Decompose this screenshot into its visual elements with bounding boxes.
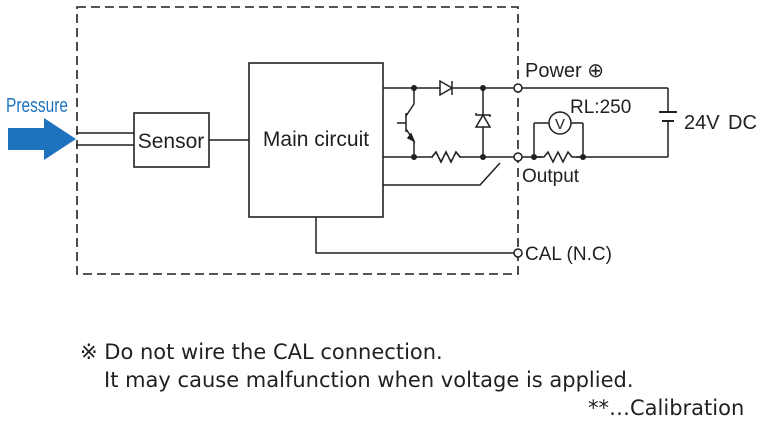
voltmeter-label: V [555,116,565,133]
warning-note-line1: ※ Do not wire the CAL connection. [80,340,443,364]
battery-icon [659,88,677,157]
voltage-label: 24V [684,112,720,134]
rl-label: RL:250 [570,97,631,118]
warning-note-line2: It may cause malfunction when voltage is… [104,368,634,392]
transistor-icon [397,88,416,157]
sensor-enclosure [76,6,519,275]
dc-label: DC [728,112,757,134]
junction-dot [411,154,417,160]
output-signal-line [383,162,501,186]
pressure-arrow [8,118,76,160]
cal-terminal [513,248,523,258]
cal-line [315,217,518,254]
junction-dot [411,85,417,91]
sensor-box [133,112,210,168]
zener-diode-icon [474,88,492,157]
voltmeter-icon: V [533,111,584,157]
junction-dot [580,154,586,160]
power-terminal [513,83,523,93]
junction-dot [531,154,537,160]
main-circuit-label: Main circuit [263,128,369,151]
output-label: Output [522,166,580,187]
cal-label: CAL (N.C) [525,244,612,265]
wiring-diagram: Pressure Sensor Main circuit [6,6,757,275]
calibration-footnote: **…Calibration [588,396,745,420]
output-terminal [513,152,523,162]
sensor-label: Sensor [138,130,205,153]
junction-dot [480,85,486,91]
junction-dot [480,154,486,160]
diode-icon [439,79,454,97]
pressure-label: Pressure [6,95,68,117]
power-label: Power ⊕ [525,60,604,82]
load-resistor-icon [534,150,583,164]
